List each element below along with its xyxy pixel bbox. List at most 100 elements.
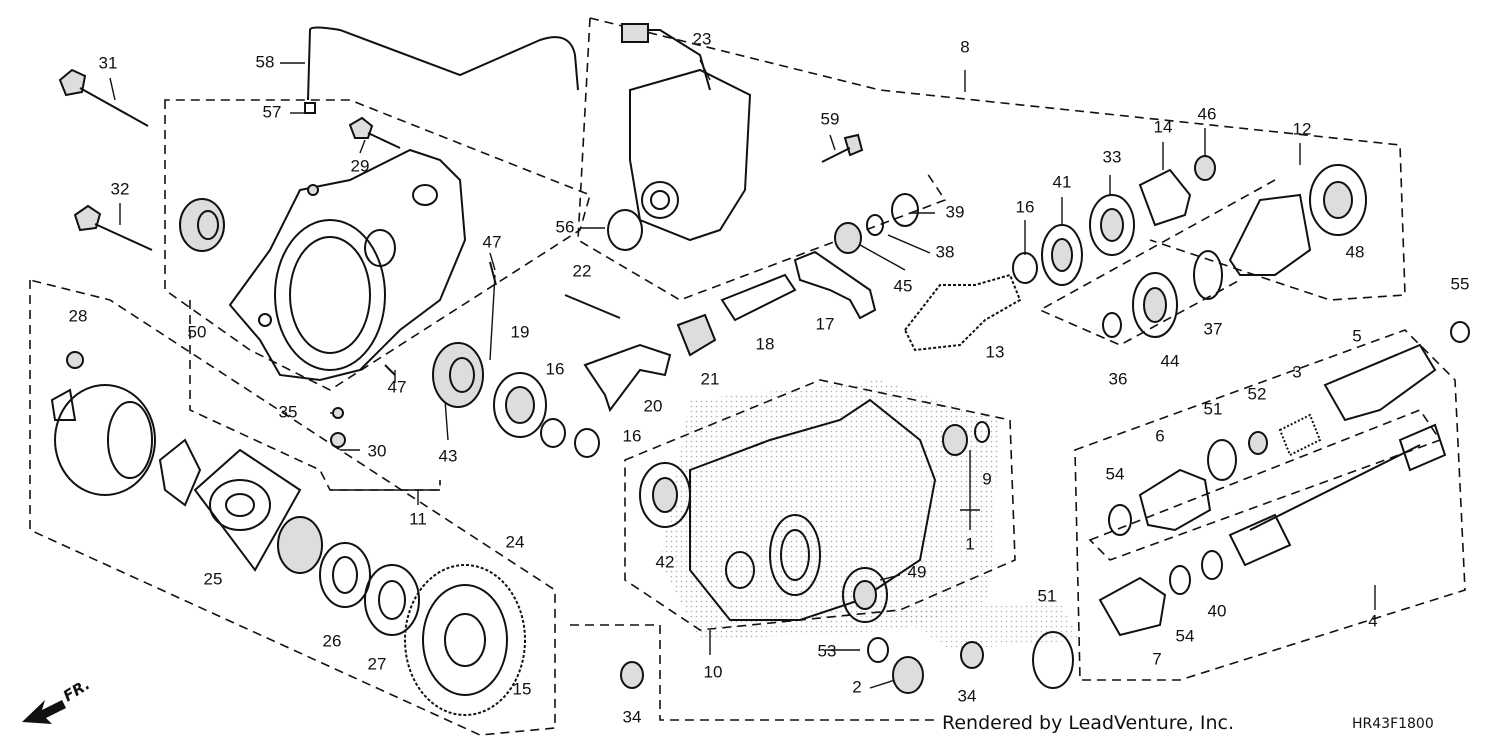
callout-25: 25 xyxy=(204,569,223,588)
housing-cover xyxy=(228,148,467,382)
callout-4: 4 xyxy=(1368,611,1377,630)
callout-1: 1 xyxy=(965,534,974,553)
callout-17: 17 xyxy=(816,314,835,333)
callout-47b: 47 xyxy=(388,377,407,396)
callout-labels: 1 2 3 4 5 6 7 8 9 10 11 12 13 14 15 16 1… xyxy=(69,29,1470,726)
callout-40: 40 xyxy=(1208,601,1227,620)
callout-45: 45 xyxy=(894,276,913,295)
shading xyxy=(660,380,1080,650)
callout-29: 29 xyxy=(351,156,370,175)
callout-41: 41 xyxy=(1053,172,1072,191)
callout-27: 27 xyxy=(368,654,387,673)
sleeve-21 xyxy=(676,313,717,357)
callout-5: 5 xyxy=(1352,326,1361,345)
clutch-19 xyxy=(493,372,547,438)
callout-12: 12 xyxy=(1293,119,1312,138)
boot-5 xyxy=(1323,343,1437,422)
diagram-code: HR43F1800 xyxy=(1352,716,1434,732)
callout-42: 42 xyxy=(656,552,675,571)
bolts-small xyxy=(307,184,497,448)
callout-58: 58 xyxy=(256,52,275,71)
callout-20: 20 xyxy=(644,396,663,415)
callout-32: 32 xyxy=(111,179,130,198)
callout-49: 49 xyxy=(908,562,927,581)
bearing-33 xyxy=(1089,194,1135,256)
callout-16b: 16 xyxy=(623,426,642,445)
washer-55 xyxy=(1450,321,1470,343)
credit-text: Rendered by LeadVenture, Inc. xyxy=(942,712,1235,734)
breather-hose xyxy=(304,26,579,114)
callout-22: 22 xyxy=(573,261,592,280)
callout-15: 15 xyxy=(513,679,532,698)
side-gear-25 xyxy=(158,438,302,572)
callout-59: 59 xyxy=(821,109,840,128)
callout-43: 43 xyxy=(439,446,458,465)
callout-11: 11 xyxy=(409,509,427,528)
spring-3 xyxy=(1278,413,1322,457)
callout-34a: 34 xyxy=(623,707,642,726)
bolt-32 xyxy=(73,204,153,251)
group-outlines xyxy=(29,17,1466,736)
callout-44: 44 xyxy=(1161,351,1180,370)
callout-57: 57 xyxy=(263,102,282,121)
callout-9: 9 xyxy=(982,469,991,488)
main-housing xyxy=(689,398,937,621)
pinion-shims xyxy=(277,516,420,636)
callout-35: 35 xyxy=(279,402,298,421)
callout-28: 28 xyxy=(69,306,88,325)
clips-54-40 xyxy=(1169,550,1223,595)
callout-14: 14 xyxy=(1154,117,1173,136)
callout-36: 36 xyxy=(1109,369,1128,388)
callout-54a: 54 xyxy=(1106,464,1125,483)
callout-21: 21 xyxy=(701,369,720,388)
differential-case xyxy=(50,351,156,496)
bearing-42 xyxy=(639,462,691,528)
callout-19: 19 xyxy=(511,322,530,341)
callout-16c: 16 xyxy=(1016,197,1035,216)
joint-6 xyxy=(1138,468,1212,532)
bearing-43 xyxy=(432,342,484,408)
drive-shaft-4 xyxy=(1228,423,1447,567)
collar-46 xyxy=(1194,155,1216,181)
seal-49 xyxy=(842,567,888,623)
callout-51a: 51 xyxy=(1204,399,1223,418)
bearing-50 xyxy=(179,198,225,252)
callout-26: 26 xyxy=(323,631,342,650)
callout-48: 48 xyxy=(1346,242,1365,261)
rings-36-37-44 xyxy=(1102,250,1223,338)
callout-10: 10 xyxy=(704,662,723,681)
callout-7: 7 xyxy=(1152,649,1161,668)
callout-8: 8 xyxy=(960,37,969,56)
ring-51-lower xyxy=(1032,631,1074,689)
pin-22 xyxy=(564,294,621,319)
bolt-59 xyxy=(821,133,864,163)
callout-3: 3 xyxy=(1292,362,1301,381)
plug-2-53 xyxy=(867,637,924,694)
callout-16a: 16 xyxy=(546,359,565,378)
gear-12-bearing-48 xyxy=(1228,164,1367,276)
callout-50: 50 xyxy=(188,322,207,341)
callout-56: 56 xyxy=(556,217,575,236)
washers-16 xyxy=(540,252,1038,458)
front-arrow-icon xyxy=(22,700,66,724)
seal-45-38-39 xyxy=(834,193,919,254)
callout-13: 13 xyxy=(986,342,1005,361)
nuts-34 xyxy=(620,641,984,689)
callout-55: 55 xyxy=(1451,274,1470,293)
actuator-motor xyxy=(607,23,752,251)
callout-51b: 51 xyxy=(1038,586,1057,605)
callout-23: 23 xyxy=(693,29,712,48)
callout-18: 18 xyxy=(756,334,775,353)
callout-38: 38 xyxy=(936,242,955,261)
pinion-13 xyxy=(903,273,1022,352)
callout-39: 39 xyxy=(946,202,965,221)
bolt-31 xyxy=(58,68,149,127)
shift-fork-20 xyxy=(583,343,672,413)
callout-33: 33 xyxy=(1103,147,1122,166)
callout-53: 53 xyxy=(818,641,837,660)
ring-52-51-54 xyxy=(1108,431,1268,536)
ring-gear-24 xyxy=(404,564,526,716)
sleeve-14 xyxy=(1138,168,1192,227)
boot-7 xyxy=(1098,576,1167,637)
